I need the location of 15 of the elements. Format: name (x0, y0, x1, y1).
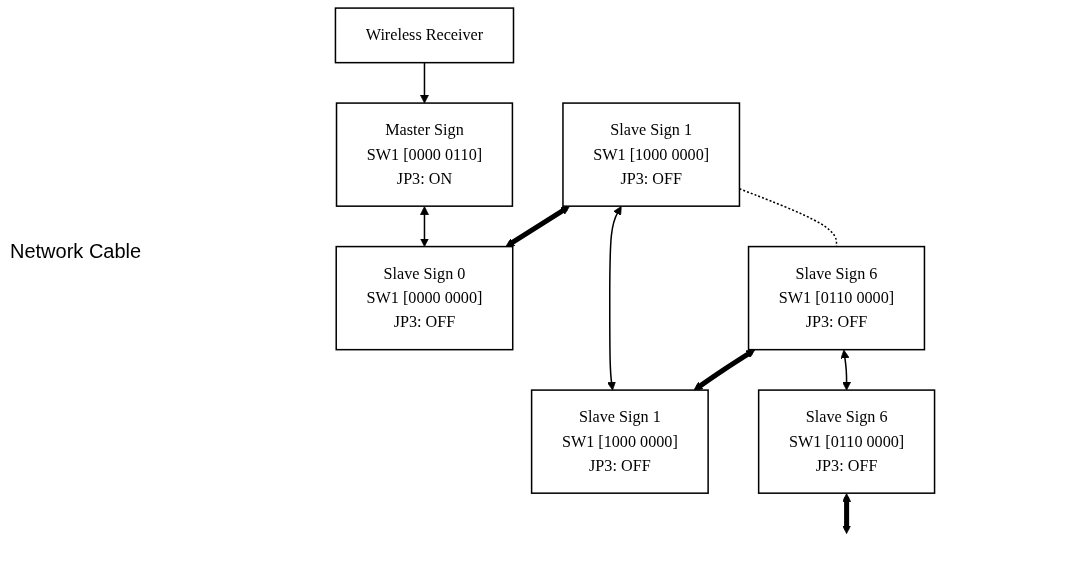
arrow (842, 493, 852, 534)
arrow (420, 206, 429, 247)
cable-label: Network Cable (10, 240, 142, 263)
arrow (505, 205, 570, 247)
node-box: Master Sign SW1 [0000 0110] JP3: ON (335, 102, 514, 207)
arrow (420, 61, 429, 104)
node-box: Slave Sign 1 SW1 [1000 0000] JP3: OFF (530, 389, 709, 494)
node-box: Slave Sign 6 SW1 [0110 0000] JP3: OFF (747, 245, 926, 351)
arrow (693, 349, 756, 391)
node-box: Slave Sign 1 SW1 [1000 0000] JP3: OFF (562, 102, 741, 207)
node-box: Slave Sign 0 SW1 [0000 0000] JP3: OFF (335, 245, 514, 351)
node-box: Wireless Receiver (334, 7, 515, 64)
arrow (840, 349, 852, 391)
arrow (607, 206, 622, 391)
node-box: Slave Sign 6 SW1 [0110 0000] JP3: OFF (757, 389, 936, 494)
